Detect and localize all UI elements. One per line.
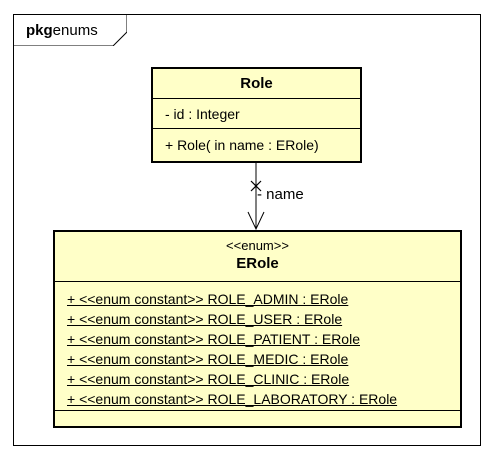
class-role[interactable]: Role - id : Integer + Role( in name : ER… <box>151 67 362 163</box>
class-role-name: Role <box>153 69 360 99</box>
package-label: pkgenums <box>26 22 98 40</box>
class-role-operations: + Role( in name : ERole) <box>153 129 360 161</box>
class-role-attributes: - id : Integer <box>153 99 360 129</box>
enum-erole-header: <<enum>> ERole <box>55 232 460 282</box>
association-role-label: - name <box>257 186 304 203</box>
package-name: enums <box>52 22 98 39</box>
package-frame <box>13 14 481 446</box>
enum-literal: + <<enum constant>> ROLE_CLINIC : ERole <box>67 371 350 387</box>
navigable-arrowhead <box>247 211 265 231</box>
enum-literal: + <<enum constant>> ROLE_PATIENT : ERole <box>67 331 360 347</box>
enum-literal: + <<enum constant>> ROLE_MEDIC : ERole <box>67 351 349 367</box>
enum-literal: + <<enum constant>> ROLE_LABORATORY : ER… <box>67 391 398 407</box>
enum-stereotype: <<enum>> <box>226 238 289 253</box>
enum-literal: + <<enum constant>> ROLE_ADMIN : ERole <box>67 291 349 307</box>
enum-erole[interactable]: <<enum>> ERole + <<enum constant>> ROLE_… <box>53 230 462 428</box>
attribute-id: - id : Integer <box>165 106 240 122</box>
enum-literal: + <<enum constant>> ROLE_USER : ERole <box>67 311 343 327</box>
enum-literals: + <<enum constant>> ROLE_ADMIN : ERole +… <box>55 282 460 411</box>
enum-erole-name: ERole <box>236 255 279 272</box>
package-tab <box>13 14 127 46</box>
package-keyword: pkg <box>26 22 53 39</box>
operation-role-constructor: + Role( in name : ERole) <box>165 137 319 153</box>
